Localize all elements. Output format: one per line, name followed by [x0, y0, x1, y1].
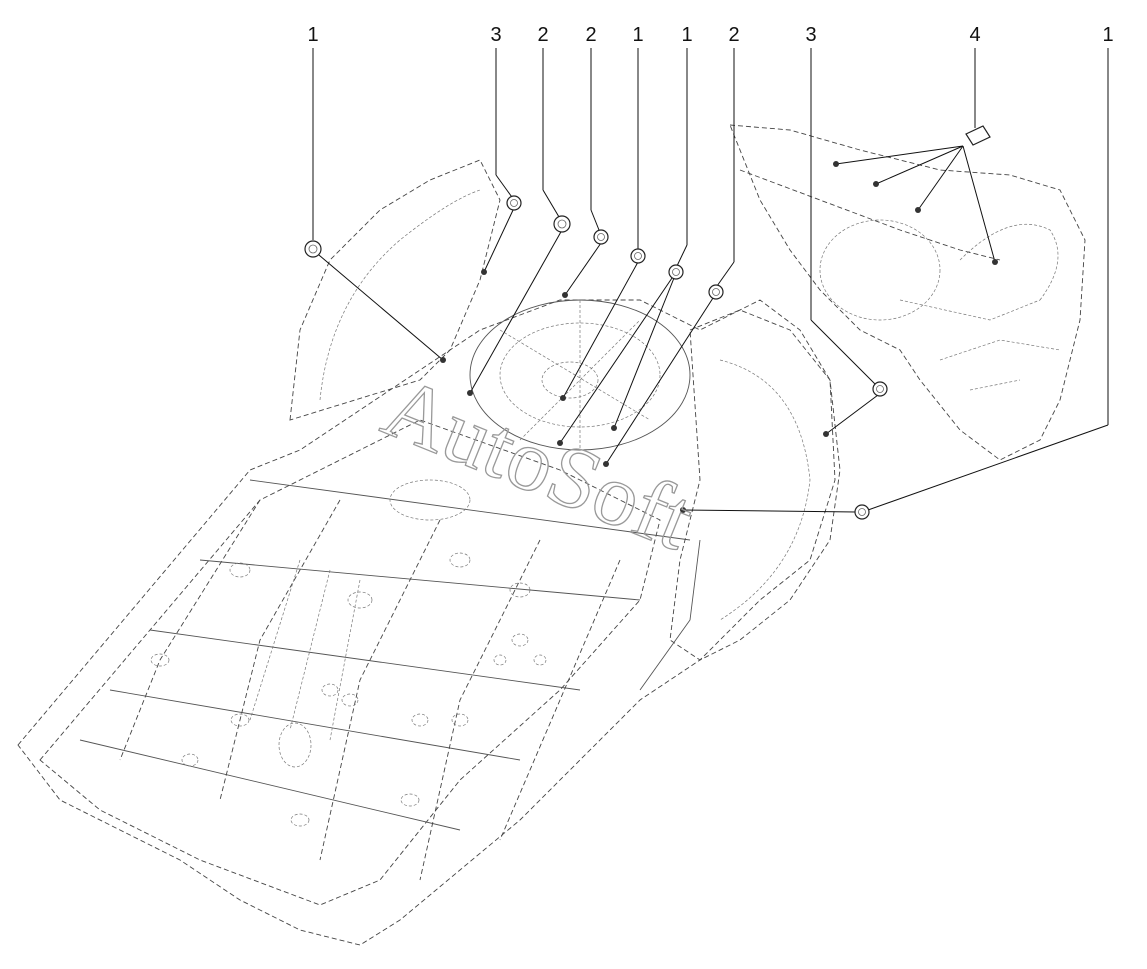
leader-lines: [312, 48, 1109, 513]
leader-line: [825, 394, 879, 435]
leader-line: [605, 297, 714, 465]
plug-symbols: [304, 125, 991, 520]
leader-line: [483, 207, 515, 273]
leader-line: [835, 145, 964, 165]
plug-grommet: [708, 284, 724, 300]
leader-line: [810, 319, 877, 386]
floor-panel-drawing: [17, 124, 1086, 946]
callout-labels: 1 3 2 2 1 1 2 3 4 1: [307, 24, 1113, 46]
plug-grommet: [593, 229, 609, 245]
plug-grommet: [506, 195, 522, 211]
callout-label: 1: [1102, 24, 1113, 46]
plug-grommet: [304, 240, 322, 258]
leader-line: [562, 261, 639, 399]
leader-line: [469, 229, 563, 394]
leader-line: [312, 249, 444, 361]
leader-line: [613, 277, 675, 429]
callout-label: 1: [632, 24, 643, 46]
plug-grommet: [872, 381, 888, 397]
callout-label: 3: [805, 24, 816, 46]
mounting-holes: [440, 161, 998, 513]
leader-line: [875, 145, 964, 185]
leader-line: [682, 509, 857, 513]
adhesive-pad: [965, 125, 991, 146]
leader-line: [675, 244, 688, 269]
callout-label: 2: [728, 24, 739, 46]
leader-line: [867, 424, 1109, 511]
callout-label: 1: [307, 24, 318, 46]
plug-grommet: [553, 215, 571, 233]
watermark: AutoSoft: [371, 359, 707, 570]
leader-line: [962, 145, 996, 263]
callout-label: 1: [681, 24, 692, 46]
leader-line: [559, 277, 673, 444]
plug-grommet: [630, 248, 646, 264]
plug-grommet: [668, 264, 684, 280]
callout-label: 4: [969, 24, 980, 46]
leader-line: [716, 261, 735, 287]
leader-line: [917, 145, 964, 211]
plug-grommet: [854, 504, 870, 520]
leader-line: [564, 242, 602, 296]
leader-line: [495, 174, 515, 201]
callout-label: 2: [585, 24, 596, 46]
callout-label: 2: [537, 24, 548, 46]
callout-label: 3: [490, 24, 501, 46]
